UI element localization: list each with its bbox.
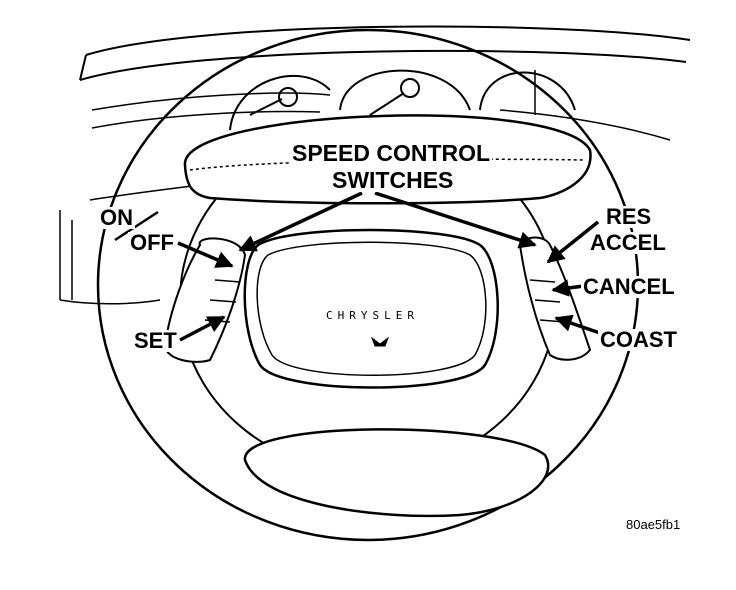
horn-pad <box>243 228 499 389</box>
arrow-to-right-pod <box>374 191 537 249</box>
dashboard <box>59 25 691 305</box>
leader-arrows <box>177 191 601 342</box>
label-on: ON <box>98 205 135 230</box>
label-set: SET <box>132 328 179 353</box>
brand-wordmark: CHRYSLER <box>326 309 419 322</box>
on-off-divider <box>114 210 159 242</box>
figure-code: 80ae5fb1 <box>626 517 681 532</box>
lower-spoke <box>243 428 550 518</box>
gauge-left-hub <box>278 87 298 107</box>
arrow-to-left-pod <box>238 191 363 252</box>
arrow-set <box>179 315 226 342</box>
arrow-cancel <box>551 279 585 297</box>
gauge-center <box>339 69 471 111</box>
label-coast: COAST <box>598 327 679 352</box>
label-cancel: CANCEL <box>581 274 677 299</box>
arrow-res-accel <box>546 220 600 264</box>
brand-emblem-icon <box>370 336 390 347</box>
label-accel: ACCEL <box>588 230 668 255</box>
label-res: RES <box>604 204 654 229</box>
diagram-title-line1: SPEED CONTROL <box>290 140 493 166</box>
diagram-title-line2: SWITCHES <box>330 167 456 193</box>
arrow-off <box>177 241 234 268</box>
arrow-coast <box>554 314 601 335</box>
label-off: OFF <box>128 230 176 255</box>
left-switch-pod <box>163 237 247 363</box>
gauge-center-hub <box>400 78 420 98</box>
gauge-right <box>479 71 576 111</box>
gauge-left <box>229 74 331 131</box>
